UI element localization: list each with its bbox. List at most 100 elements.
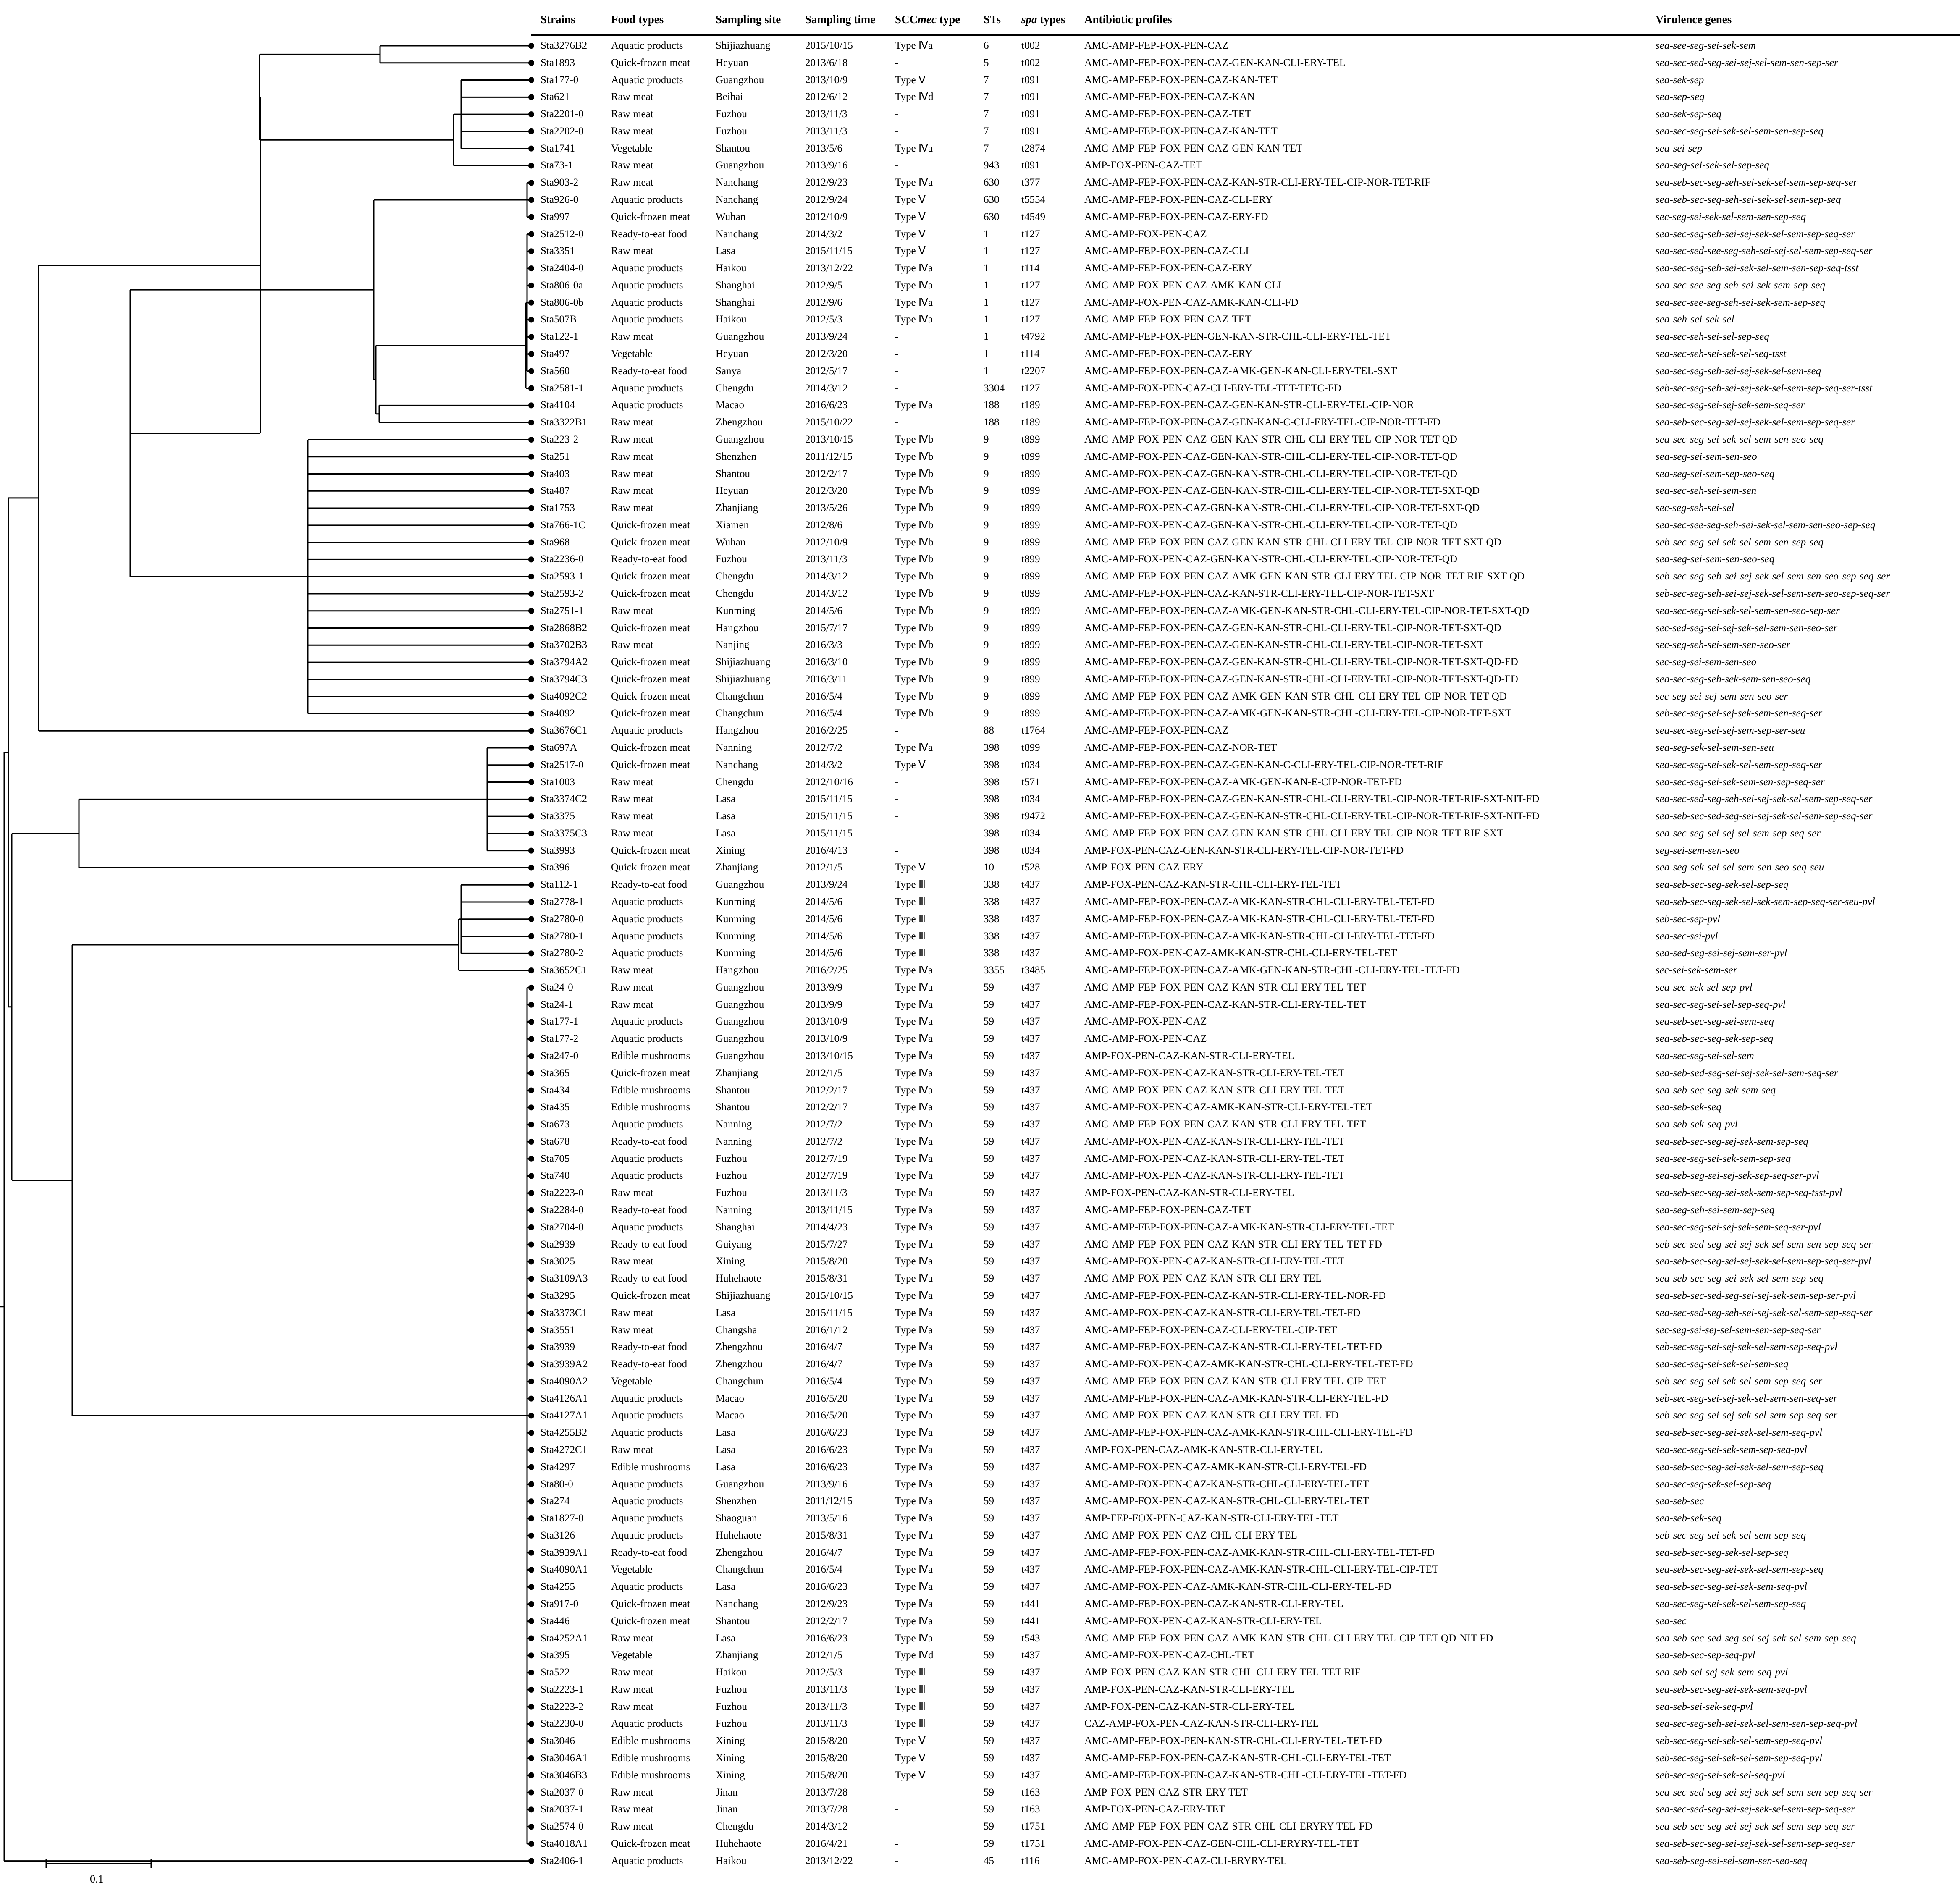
cell-spa: t3485 <box>1021 965 1045 976</box>
cell-abx: AMC-AMP-FEP-FOX-PEN-CAZ-CLI-ERY-TEL-CIP-… <box>1084 1324 1337 1336</box>
cell-scc: Type Ⅳb <box>895 502 934 514</box>
tip-marker <box>528 1019 534 1025</box>
cell-spa: t543 <box>1021 1632 1040 1644</box>
cell-vir: seb-sec-sep-pvl <box>1656 913 1721 925</box>
cell-st: 59 <box>984 1735 994 1747</box>
cell-scc: - <box>895 776 899 788</box>
cell-vir: sea-sec-seg-sei-sek-sel-sem-seq <box>1656 1358 1789 1370</box>
cell-site: Shantou <box>716 1101 750 1113</box>
cell-spa: t091 <box>1021 160 1040 171</box>
cell-spa: t437 <box>1021 930 1040 942</box>
cell-food: Aquatic products <box>611 1153 683 1164</box>
cell-time: 2012/7/2 <box>805 1119 842 1130</box>
cell-strain: Sta2404-0 <box>541 262 584 274</box>
tip-marker <box>528 420 534 426</box>
cell-spa: t127 <box>1021 245 1040 257</box>
cell-st: 59 <box>984 1615 994 1627</box>
cell-spa: t437 <box>1021 1135 1040 1147</box>
cell-scc: Type Ⅳa <box>895 177 933 189</box>
tip-marker <box>528 145 534 152</box>
cell-site: Guiyang <box>716 1238 752 1250</box>
cell-site: Zhanjiang <box>716 1067 758 1079</box>
cell-abx: AMC-AMP-FEP-FOX-PEN-CAZ-AMK-KAN-STR-CHL-… <box>1084 1427 1413 1439</box>
cell-spa: t437 <box>1021 981 1040 993</box>
cell-time: 2014/5/6 <box>805 896 842 907</box>
tip-marker <box>528 1070 534 1076</box>
cell-scc: Type Ⅳa <box>895 1581 933 1593</box>
cell-food: Quick-frozen meat <box>611 1615 690 1627</box>
cell-food: Aquatic products <box>611 1392 683 1404</box>
cell-site: Guangzhou <box>716 1478 764 1490</box>
tip-marker <box>528 1344 534 1350</box>
cell-food: Raw meat <box>611 776 653 788</box>
tip-marker <box>528 813 534 820</box>
cell-site: Wuhan <box>716 536 746 548</box>
cell-spa: t437 <box>1021 1307 1040 1319</box>
tip-marker <box>528 334 534 340</box>
cell-scc: Type Ⅳa <box>895 1187 933 1199</box>
cell-time: 2014/3/12 <box>805 1821 848 1833</box>
scale-bar-label: 0.1 <box>90 1873 104 1885</box>
cell-abx: AMC-AMP-FOX-PEN-CAZ-KAN-STR-CLI-ERY-TEL-… <box>1084 1307 1361 1319</box>
cell-vir: sea-sek-sep-seq <box>1656 108 1721 120</box>
cell-spa: t437 <box>1021 1016 1040 1028</box>
cell-strain: Sta2223-1 <box>541 1683 584 1695</box>
cell-scc: - <box>895 160 899 171</box>
cell-strain: Sta903-2 <box>541 177 579 189</box>
cell-strain: Sta2223-2 <box>541 1701 584 1712</box>
cell-vir: sea-sec-seg-sei-sej-sek-sem-seq-ser <box>1656 399 1805 411</box>
cell-vir: sea-seb-sec-seg-sei-sek-sem-seq-pvl <box>1656 1581 1807 1593</box>
cell-food: Edible mushrooms <box>611 1050 690 1062</box>
cell-vir: sea-seb-sec-seg-seh-sei-sek-sel-sem-sep-… <box>1656 177 1858 189</box>
cell-st: 1 <box>984 262 989 274</box>
tip-marker <box>528 539 534 545</box>
cell-food: Aquatic products <box>611 1855 683 1867</box>
cell-scc: Type Ⅳa <box>895 1564 933 1576</box>
cell-spa: t002 <box>1021 40 1040 51</box>
cell-spa: t116 <box>1021 1855 1040 1867</box>
cell-scc: Type Ⅴ <box>895 1735 926 1747</box>
cell-strain: Sta3939 <box>541 1341 575 1353</box>
cell-site: Shanghai <box>716 1221 755 1233</box>
header-rule <box>531 34 1960 36</box>
cell-site: Hangzhou <box>716 622 759 634</box>
cell-time: 2012/2/17 <box>805 468 848 480</box>
cell-site: Hangzhou <box>716 965 759 976</box>
cell-spa: t437 <box>1021 999 1040 1010</box>
cell-spa: t528 <box>1021 862 1040 873</box>
cell-time: 2013/9/24 <box>805 879 848 891</box>
cell-strain: Sta177-0 <box>541 74 579 86</box>
cell-abx: AMP-FOX-PEN-CAZ-ERY-TET <box>1084 1804 1225 1815</box>
cell-scc: Type Ⅳa <box>895 965 933 976</box>
cell-scc: - <box>895 844 899 856</box>
cell-site: Kunming <box>716 896 756 907</box>
cell-site: Chengdu <box>716 571 754 582</box>
cell-strain: Sta4252A1 <box>541 1632 588 1644</box>
cell-time: 2013/7/28 <box>805 1786 848 1798</box>
cell-scc: Type Ⅳa <box>895 1307 933 1319</box>
cell-spa: t034 <box>1021 827 1040 839</box>
cell-site: Shaoguan <box>716 1513 757 1524</box>
cell-time: 2012/9/5 <box>805 279 842 291</box>
cell-site: Guangzhou <box>716 160 764 171</box>
cell-site: Shantou <box>716 142 750 154</box>
cell-st: 9 <box>984 690 989 702</box>
header-spa-types: spa types <box>1021 13 1065 26</box>
cell-abx: AMP-FOX-PEN-CAZ-KAN-STR-CLI-ERY-TEL <box>1084 1187 1294 1199</box>
cell-spa: t437 <box>1021 1667 1040 1678</box>
cell-vir: sea-sec-seg-sei-sek-sel-sem-sep-seq-ser <box>1656 759 1823 771</box>
cell-abx: AMC-AMP-FOX-PEN-CAZ-AMK-KAN-STR-CHL-CLI-… <box>1084 1581 1391 1593</box>
tip-marker <box>528 128 534 134</box>
